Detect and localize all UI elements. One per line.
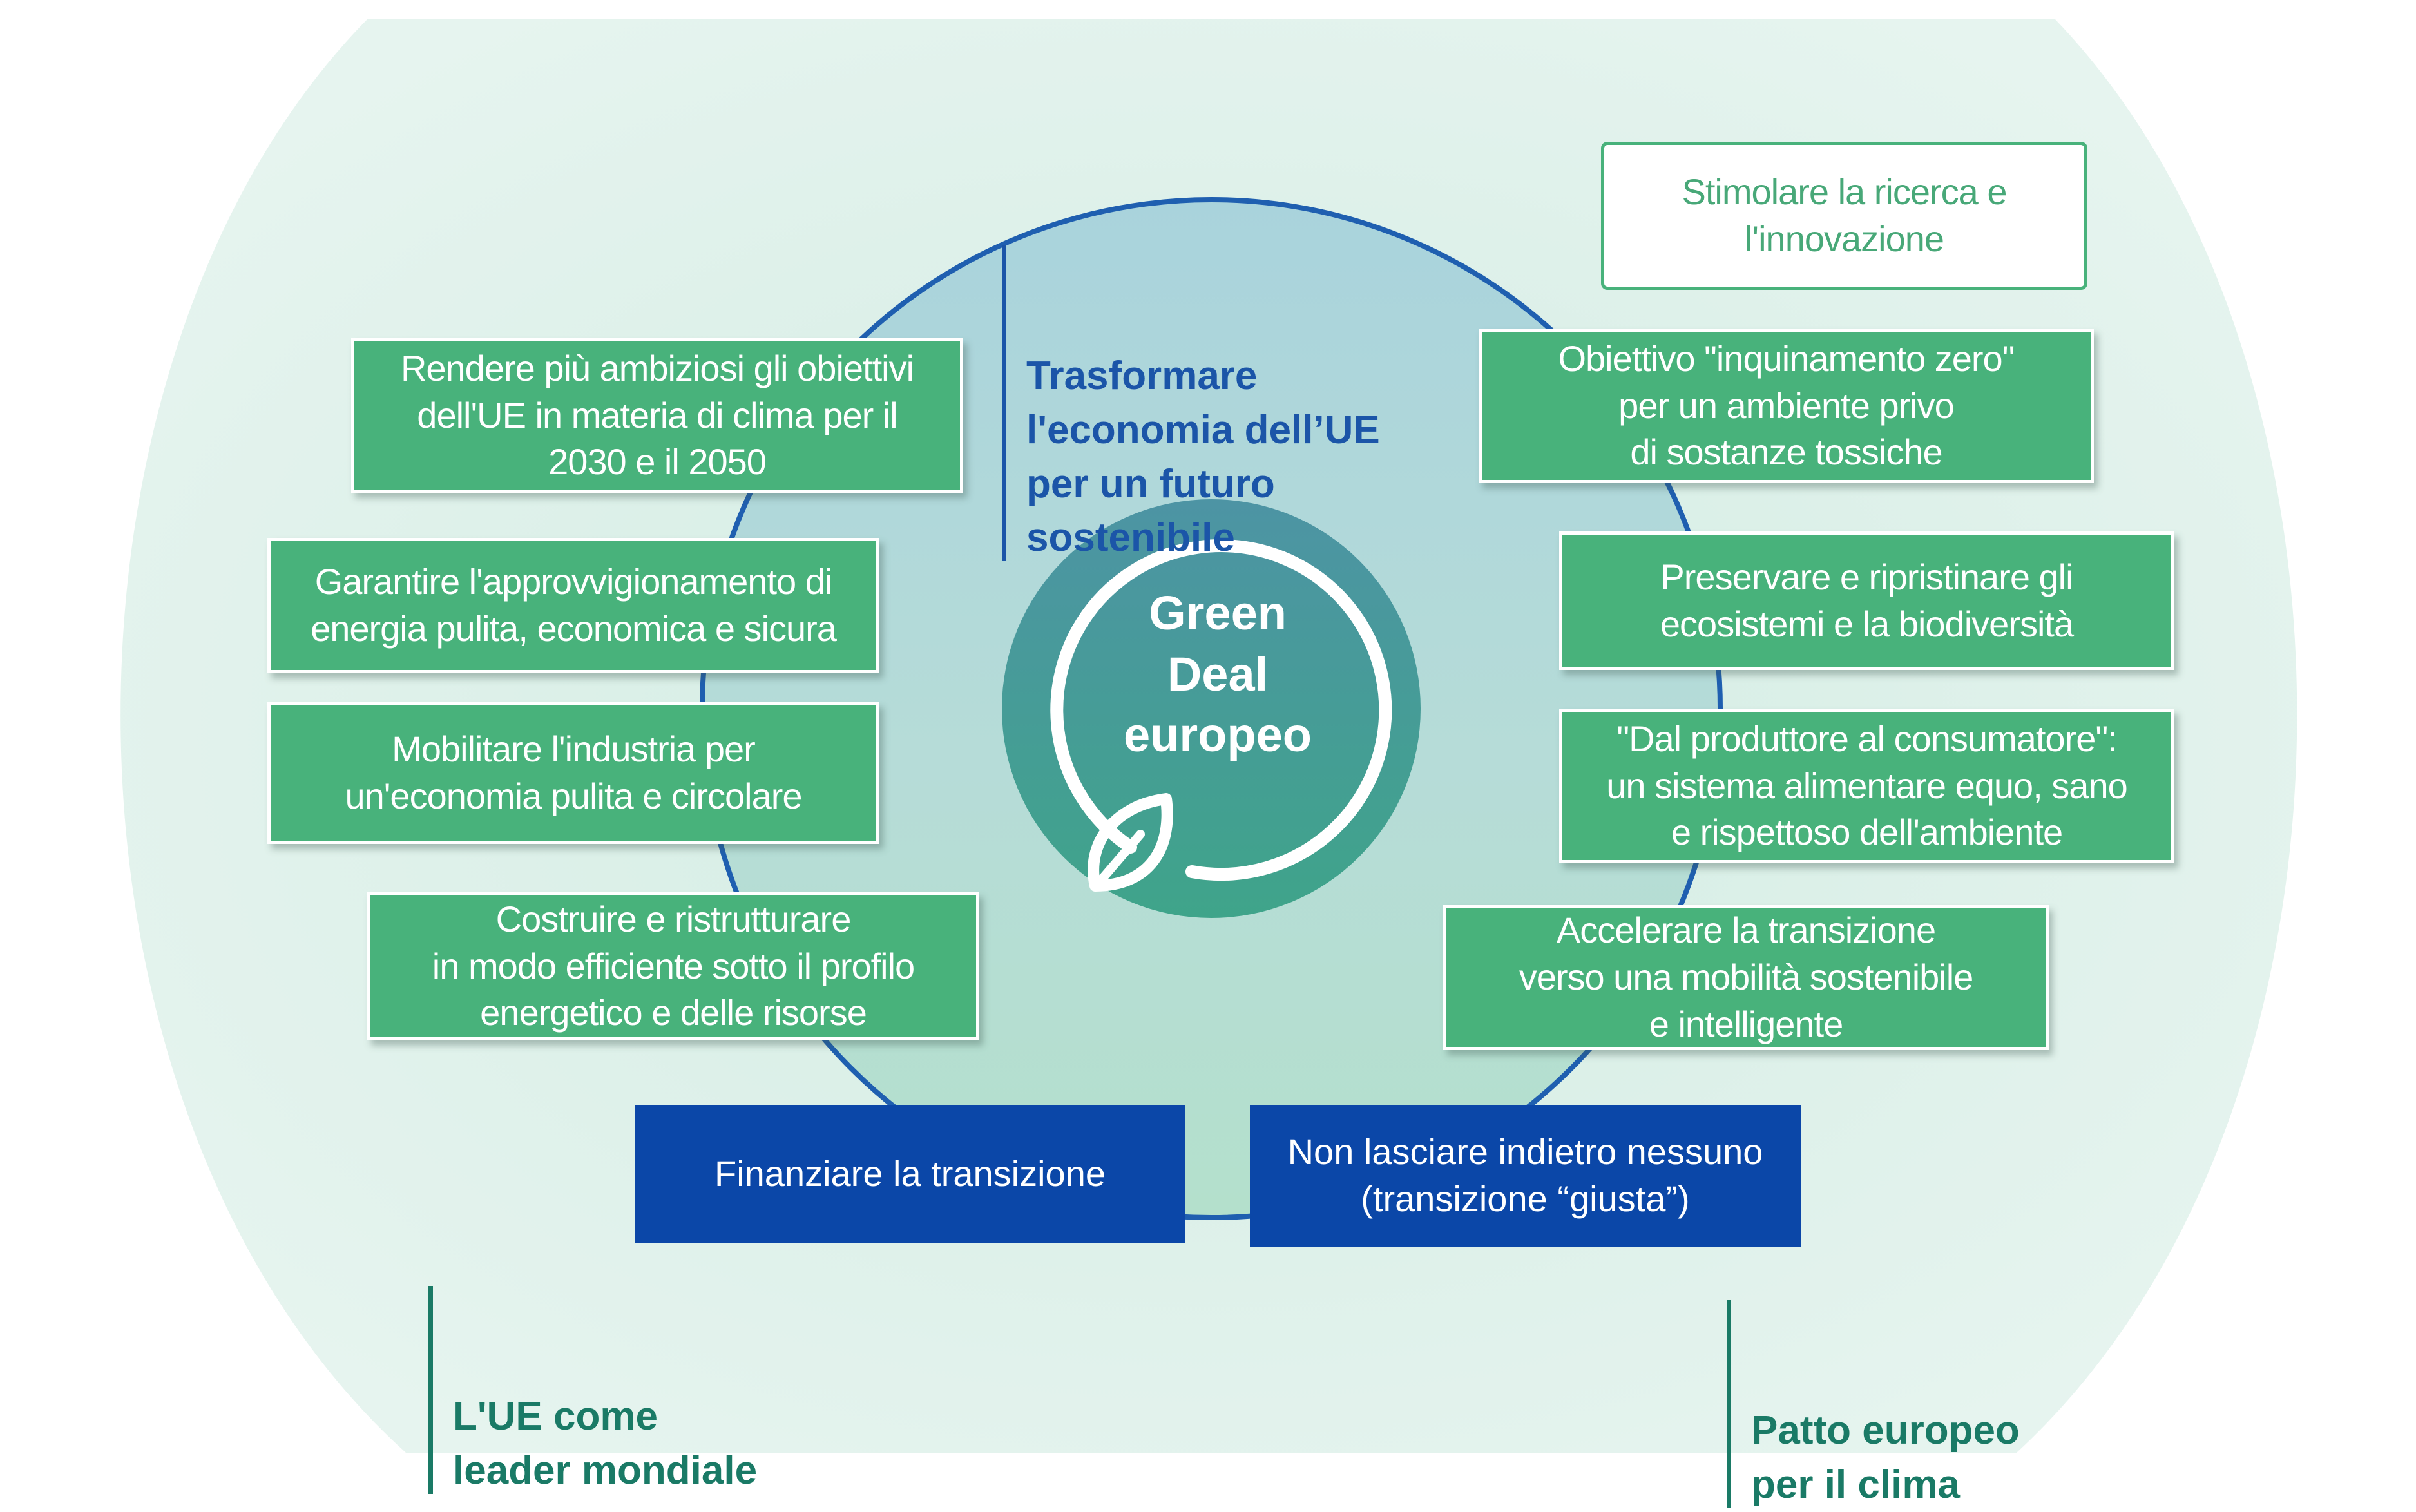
box-climate-ambition-text: Rendere più ambiziosi gli obiettivi dell…	[400, 347, 914, 483]
box-finance-transition-text: Finanziare la transizione	[714, 1153, 1106, 1194]
box-research-innovation: Stimolare la ricerca e l'innovazione	[1601, 142, 2087, 290]
leaf-icon	[1088, 793, 1173, 892]
box-research-innovation-text: Stimolare la ricerca e l'innovazione	[1682, 171, 2008, 259]
box-clean-energy: Garantire l'approvvigionamento di energi…	[267, 538, 879, 673]
box-just-transition: Non lasciare indietro nessuno (transizio…	[1250, 1105, 1801, 1247]
heading-bar	[1727, 1300, 1731, 1508]
core-disc	[1002, 499, 1421, 918]
center-title: Green Deal europeo	[1124, 586, 1312, 762]
heading-transform-economy: Trasformare l'economia dell’UE per un fu…	[1002, 242, 1491, 565]
heading-climate-pact: Patto europeo per il clima	[1727, 1296, 2113, 1512]
box-climate-ambition: Rendere più ambiziosi gli obiettivi dell…	[351, 338, 963, 493]
box-farm-to-fork: "Dal produttore al consumatore": un sist…	[1559, 709, 2174, 863]
green-deal-diagram: Green Deal europeo Trasformare l'economi…	[120, 19, 2297, 1508]
box-farm-to-fork-text: "Dal produttore al consumatore": un sist…	[1606, 718, 2127, 853]
heading-bar	[1002, 245, 1006, 562]
box-finance-transition: Finanziare la transizione	[635, 1105, 1185, 1243]
box-biodiversity: Preservare e ripristinare gli ecosistemi…	[1559, 531, 2174, 670]
box-circular-industry: Mobilitare l'industria per un'economia p…	[267, 702, 879, 844]
box-sustainable-mobility: Accelerare la transizione verso una mobi…	[1443, 905, 2049, 1050]
box-circular-industry-text: Mobilitare l'industria per un'economia p…	[345, 729, 802, 816]
heading-eu-global-leader: L'UE come leader mondiale	[428, 1282, 879, 1498]
core-ring	[1050, 539, 1392, 881]
box-zero-pollution: Obiettivo "inquinamento zero" per un amb…	[1479, 329, 2094, 483]
box-efficient-building: Costruire e ristrutturare in modo effici…	[367, 892, 979, 1040]
heading-bar	[428, 1286, 433, 1494]
heading-eu-global-leader-text: L'UE come leader mondiale	[453, 1394, 758, 1493]
box-sustainable-mobility-text: Accelerare la transizione verso una mobi…	[1519, 910, 1974, 1044]
box-clean-energy-text: Garantire l'approvvigionamento di energi…	[311, 561, 837, 649]
heading-transform-economy-text: Trasformare l'economia dell’UE per un fu…	[1026, 354, 1380, 560]
box-efficient-building-text: Costruire e ristrutturare in modo effici…	[432, 898, 915, 1033]
heading-climate-pact-text: Patto europeo per il clima	[1751, 1408, 2020, 1507]
box-just-transition-text: Non lasciare indietro nessuno (transizio…	[1287, 1131, 1763, 1219]
box-biodiversity-text: Preservare e ripristinare gli ecosistemi…	[1660, 556, 2074, 644]
box-zero-pollution-text: Obiettivo "inquinamento zero" per un amb…	[1558, 338, 2015, 473]
